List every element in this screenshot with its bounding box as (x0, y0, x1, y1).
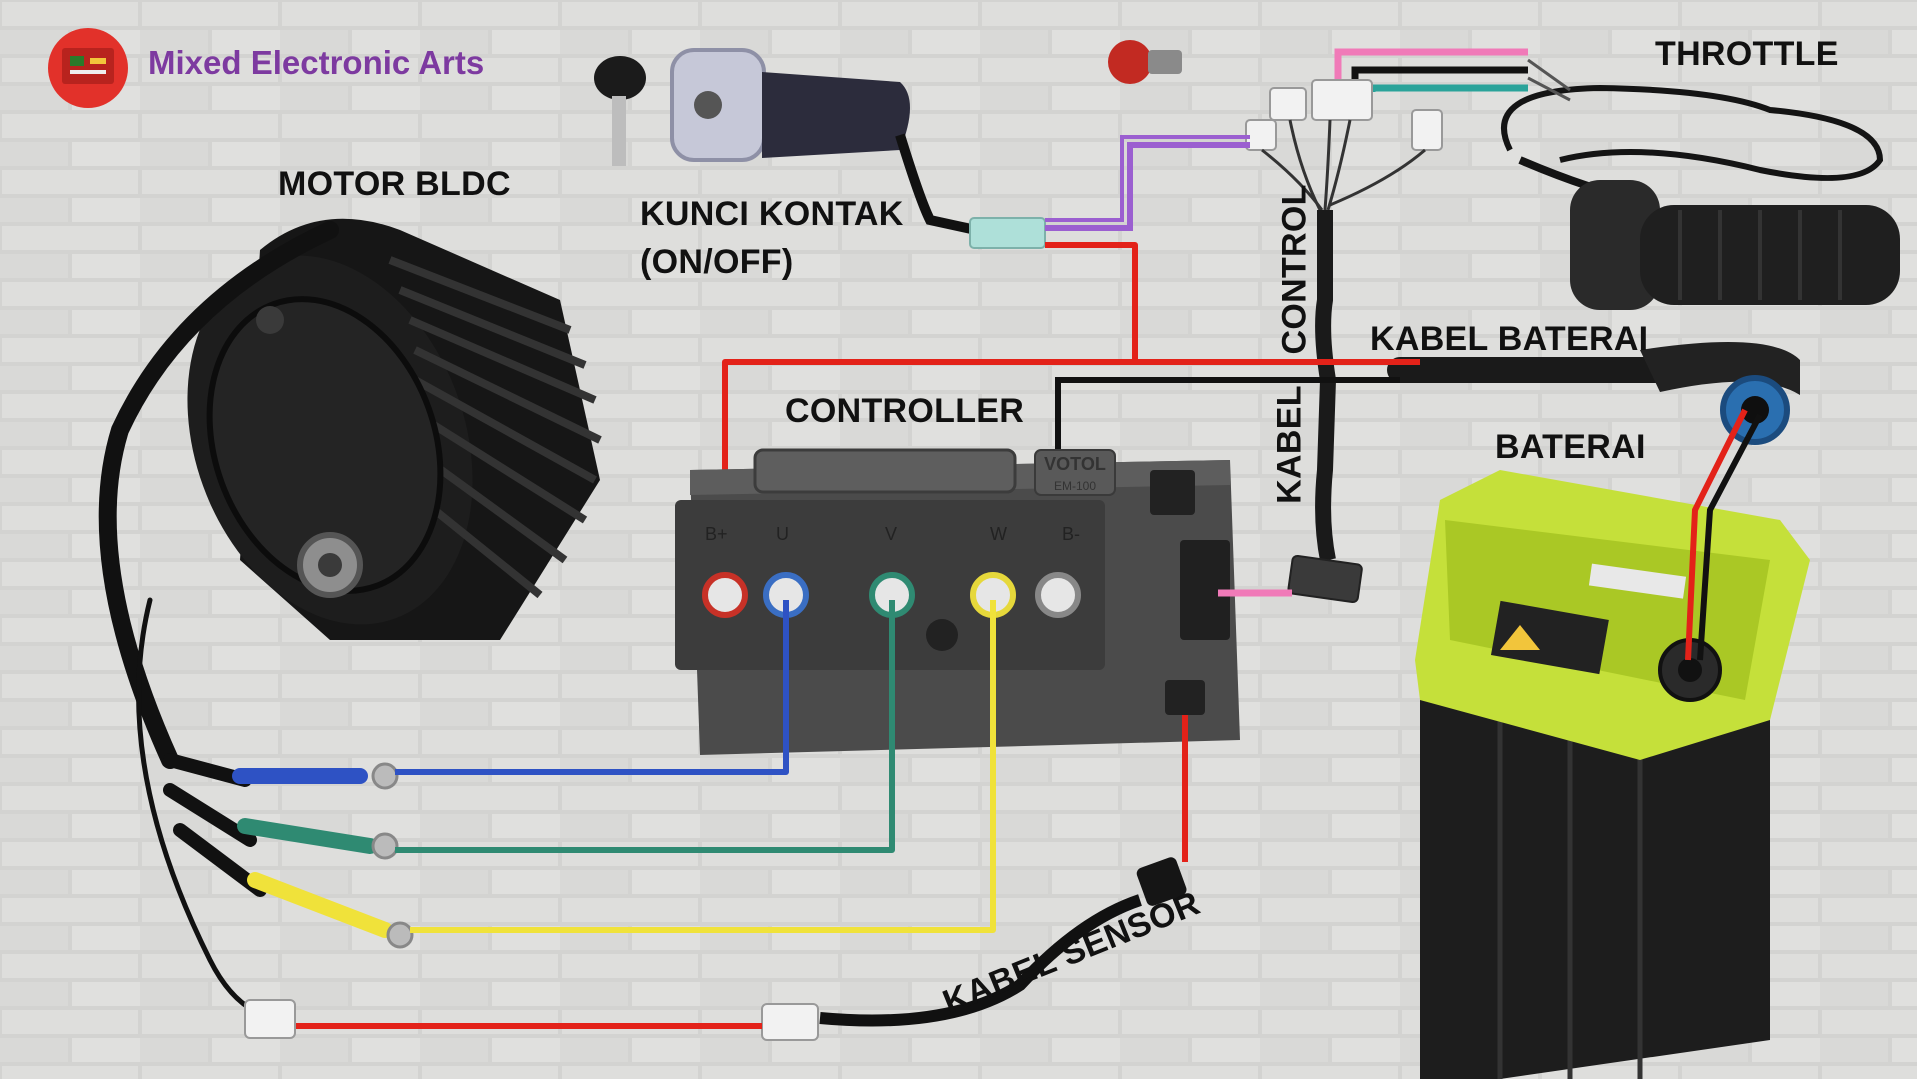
terminal-b-minus-label: B- (1062, 524, 1080, 544)
power-button-icon (1108, 40, 1182, 84)
throttle-label: THROTTLE (1655, 35, 1839, 73)
control-harness (1245, 79, 1443, 604)
control-cable-label-line2: KABEL (1270, 385, 1309, 504)
controller-brand-text: VOTOL (1044, 454, 1106, 474)
terminal-w-label: W (990, 524, 1007, 544)
circuit-board-logo-icon (48, 28, 128, 108)
motor-label: MOTOR BLDC (278, 165, 511, 203)
bldc-motor (187, 218, 602, 640)
terminal-v-label: V (885, 524, 897, 544)
terminal-u-label: U (776, 524, 789, 544)
battery-pack (1415, 470, 1810, 1079)
control-cable-label-line1: CONTROL (1275, 184, 1314, 355)
ignition-wire (1045, 135, 1250, 231)
battery-lead-wires (1685, 408, 1763, 661)
controller-label: CONTROLLER (785, 392, 1025, 430)
key-icon (594, 56, 646, 100)
throttle-grip (1501, 84, 1900, 310)
ignition-label-line1: KUNCI KONTAK (640, 195, 904, 233)
brand-title: Mixed Electronic Arts (148, 44, 485, 81)
controller-model-text: EM-100 (1054, 479, 1096, 493)
battery-label: BATERAI (1495, 428, 1646, 466)
ignition-label-line2: (ON/OFF) (640, 243, 794, 281)
battery-cable-label: KABEL BATERAI (1370, 320, 1649, 358)
hall-sensor-cable (244, 715, 1188, 1041)
terminal-b-plus-label: B+ (705, 524, 728, 544)
motor-controller: VOTOL EM-100 B+ U V W B- (675, 448, 1240, 755)
phase-wires (395, 600, 996, 933)
phase-lug-wires (232, 762, 414, 949)
ignition-key-switch (594, 48, 1046, 249)
